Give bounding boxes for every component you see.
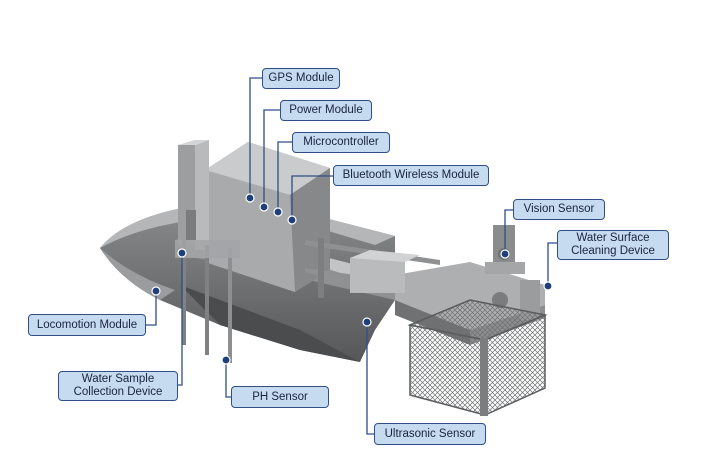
- leader-cleaning: [548, 243, 557, 286]
- label-water-sample-collection-device: Water Sample Collection Device: [58, 371, 178, 401]
- label-power-module: Power Module: [280, 100, 372, 121]
- marker-power: [260, 203, 268, 211]
- marker-sample: [178, 249, 186, 257]
- cleaning-cage: [410, 300, 545, 416]
- marker-locomotion: [152, 287, 160, 295]
- marker-ultrasonic: [363, 318, 371, 326]
- label-ultrasonic-sensor: Ultrasonic Sensor: [374, 423, 486, 445]
- label-gps-module: GPS Module: [262, 68, 340, 89]
- marker-gps: [246, 194, 254, 202]
- label-locomotion-module: Locomotion Module: [28, 314, 146, 336]
- label-water-surface-cleaning-device: Water Surface Cleaning Device: [557, 230, 669, 260]
- label-bluetooth-wireless-module: Bluetooth Wireless Module: [333, 165, 489, 186]
- marker-ph: [222, 356, 230, 364]
- marker-cleaning: [544, 282, 552, 290]
- marker-microcontroller: [274, 208, 282, 216]
- marker-vision: [501, 250, 509, 258]
- sampling-tubes: [175, 240, 240, 363]
- label-microcontroller: Microcontroller: [292, 132, 390, 153]
- side-brackets: [178, 140, 209, 250]
- label-vision-sensor: Vision Sensor: [513, 199, 605, 220]
- marker-bluetooth: [288, 216, 296, 224]
- label-ph-sensor: PH Sensor: [231, 386, 329, 408]
